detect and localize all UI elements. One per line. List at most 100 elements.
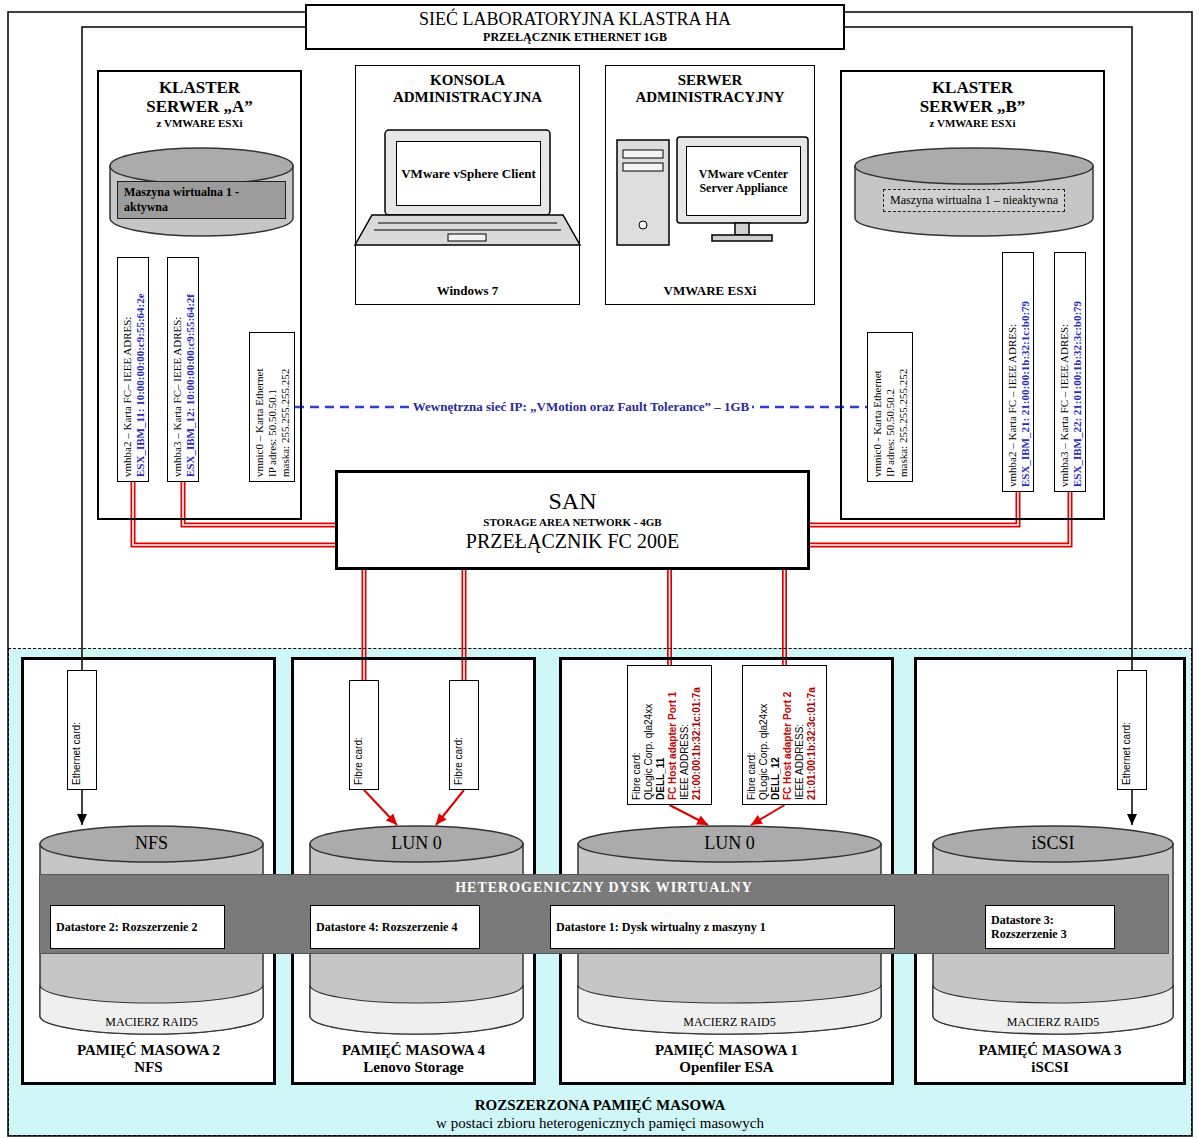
connector-line <box>845 27 1132 670</box>
vm-disk: Maszyna wirtualna 1 - aktywna <box>109 147 294 237</box>
label-text: 21:00:00:1b:32:1c:01:7a <box>691 670 703 800</box>
arrow-head <box>751 815 763 825</box>
connector <box>133 482 335 545</box>
arrow-head <box>77 814 87 825</box>
label-text: vmhba2 – Karta FC – IEEE ADRES: <box>1006 257 1019 487</box>
switch-box: SIEĆ LABORATORYJNA KLASTRA HAPRZEŁĄCZNIK… <box>305 4 845 50</box>
fc-card: vmhba3 – Karta FC – IEEE ADRES:ESX_IBM_2… <box>1054 252 1086 492</box>
label-text: z VMWARE ESXi <box>930 116 1016 130</box>
arrow-head <box>386 814 397 825</box>
connector-line <box>784 570 786 665</box>
connector <box>670 805 709 825</box>
datastore-box: Datastore 2: Rozszerzenie 2 <box>50 905 225 949</box>
connector <box>364 570 365 680</box>
label-text: SERWER ADMINISTRACYJNY <box>610 72 810 106</box>
label-text: 21:01:00:1b:32:3c:01:7a <box>806 670 818 800</box>
label-text: KLASTER SERWER „B” <box>908 78 1038 116</box>
connector-line <box>82 27 305 670</box>
label-text: vmhba3 – Karta FC – IEEE ADRES: <box>1058 257 1071 487</box>
label-text: LUN 0 <box>391 833 442 853</box>
storage-box: PAMIĘĆ MASOWA 4 Lenovo Storage Fibre card… <box>291 657 536 1085</box>
edge-label: Wewnętrzna sieć IP: „VMotion oraz Fault … <box>410 399 753 415</box>
label-text: KONSOLA ADMINISTRACYJNA <box>360 72 575 106</box>
label-text: IEEE ADDRESS: <box>679 670 691 800</box>
fc-card: vmhba3 – Karta FC– IEEE ADRES:ESX_IBM_12… <box>167 257 199 482</box>
connector-line <box>133 482 335 545</box>
label-text: Datastore 1: Dysk wirtualny z maszyny 1 <box>556 920 766 934</box>
fibre-card: Fibre card: <box>449 680 479 790</box>
label-text: PRZEŁĄCZNIK ETHERNET 1GB <box>483 30 667 45</box>
label-text: IP adres: 50.50.50.1 <box>266 337 279 477</box>
label-text: DELL_12 <box>770 670 782 800</box>
connector-line <box>667 570 672 665</box>
ethernet-card: Ethernet card: <box>67 670 97 790</box>
label-text: z VMWARE ESXi <box>157 116 243 130</box>
label-text: ESX_IBM_11: 10:00:00:00:c9:55:64:2e <box>134 262 147 477</box>
label-text: vmnic0 – Karta Ethernet <box>253 337 266 477</box>
label-text: PRZEŁĄCZNIK FC 200E <box>466 529 679 553</box>
label-text: Maszyna wirtualna 1 - aktywna <box>117 181 286 219</box>
label-text: MACIERZ RAID5 <box>683 1015 775 1029</box>
arrow-head <box>696 816 708 825</box>
label-text: IEEE ADDRESS: <box>794 670 806 800</box>
datastore-box: Datastore 4: Rozszerzenie 4 <box>310 905 480 949</box>
label-text: maska: 255.255.255.252 <box>279 337 292 477</box>
label-text: Datastore 2: Rozszerzenie 2 <box>56 920 197 934</box>
connector-line <box>364 790 397 825</box>
arrow-head <box>1127 814 1137 825</box>
label-text: FC Host adapter Port 2 <box>782 670 794 800</box>
screen-box: VMware vCenter Server Appliance <box>686 146 801 216</box>
connector <box>669 570 670 665</box>
label-text: VMware vSphere Client <box>401 166 536 181</box>
label-text: DELL_11 <box>655 670 667 800</box>
label-text: iSCSI <box>1031 833 1074 853</box>
connector-line <box>133 482 335 545</box>
laptop-drawing <box>355 130 580 245</box>
server-box: KLASTER SERWER „B”z VMWARE ESXiMaszyna w… <box>840 70 1105 520</box>
label-text: PAMIĘĆ MASOWA 4 Lenovo Storage <box>331 1042 496 1076</box>
admin-server-box: SERWER ADMINISTRACYJNYVMWARE ESXiVMware … <box>605 65 815 305</box>
fibre-card: Fibre card:QLogic Corp. qla24xxDELL_11FC… <box>627 665 712 805</box>
label-text: IP adres: 50.50.50.2 <box>884 337 897 477</box>
label-text: SIEĆ LABORATORYJNA KLASTRA HA <box>419 9 731 30</box>
connector-line <box>782 570 787 665</box>
connector-line <box>669 570 671 665</box>
connector <box>77 790 87 825</box>
label-text: STORAGE AREA NETWORK - 4GB <box>483 515 661 529</box>
label-text: FC Host adapter Port 1 <box>667 670 679 800</box>
label-text: Datastore 4: Rozszerzenie 4 <box>316 920 457 934</box>
ethernet-card: Ethernet card: <box>1117 670 1147 790</box>
label-text: Ethernet card: <box>1121 675 1133 785</box>
box-fill <box>21 657 276 1085</box>
label-text: w postaci zbioru heterogenicznych pamięc… <box>436 1114 764 1132</box>
label-text: MACIERZ RAID5 <box>105 1015 197 1029</box>
storage-box: PAMIĘĆ MASOWA 3 iSCSIEthernet card:iSCSI… <box>914 657 1186 1085</box>
connector <box>751 805 785 825</box>
connector-line <box>362 570 367 680</box>
label-text: Fibre card: <box>453 685 465 785</box>
label-text: maska: 255.255.255.252 <box>897 337 910 477</box>
label-text: VMware vCenter Server Appliance <box>690 167 797 195</box>
connector <box>1127 790 1137 825</box>
server-box: KLASTER SERWER „A”z VMWARE ESXiMaszyna w… <box>97 70 302 520</box>
connector-line <box>463 570 465 680</box>
connector-line <box>363 570 365 680</box>
screen-box: VMware vSphere Client <box>396 141 541 206</box>
label-text: KLASTER SERWER „A” <box>135 78 265 116</box>
fibre-card: Fibre card:QLogic Corp. qla24xxDELL_12FC… <box>742 665 827 805</box>
label-text: HETEROGENICZNY DYSK WIRTUALNY <box>455 879 753 896</box>
outer-frame <box>8 12 1192 1136</box>
label-text: PAMIĘĆ MASOWA 2 NFS <box>66 1042 231 1076</box>
fc-card: vmhba2 – Karta FC – IEEE ADRES:ESX_IBM_2… <box>1002 252 1034 492</box>
vm-disk: Maszyna wirtualna 1 – nieaktywna <box>854 147 1094 237</box>
label-text: ESX_IBM_22: 21:01:00:1b:32:3c:b0:79 <box>1071 257 1084 487</box>
datastore-box: Datastore 1: Dysk wirtualny z maszyny 1 <box>550 905 895 949</box>
ethernet-card: vmnic0 - Karta EthernetIP adres: 50.50.5… <box>867 332 913 482</box>
connector <box>364 790 397 825</box>
fc-card: vmhba2 – Karta FC– IEEE ADRES:ESX_IBM_11… <box>117 257 149 482</box>
connector-line <box>462 570 467 680</box>
arrow-head <box>436 813 447 825</box>
label-text: Fibre card: <box>353 685 365 785</box>
label-text: Fibre card: <box>631 670 643 800</box>
label-text: PAMIĘĆ MASOWA 1 Openfiler ESA <box>644 1042 809 1076</box>
